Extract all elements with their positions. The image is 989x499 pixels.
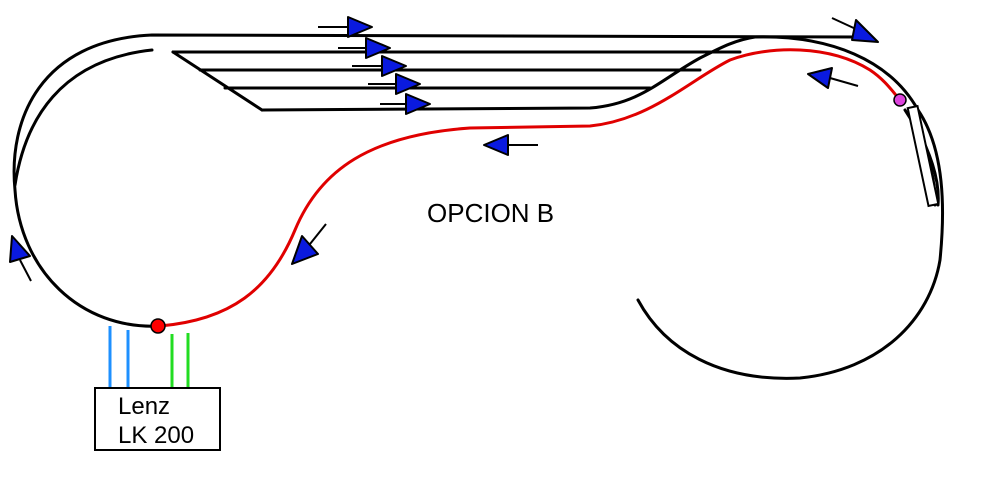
triangle-arrow-icon [380, 93, 431, 115]
inner-left-curve-track [13, 48, 154, 187]
triangle-arrow-icon [831, 17, 879, 43]
isolation-point-red [150, 318, 166, 334]
triangle-arrow-icon [352, 55, 407, 77]
triangle-arrow-icon [9, 235, 32, 282]
reverse-loop-track [158, 48, 902, 328]
triangle-arrow-icon [291, 223, 327, 265]
box-label-line2: LK 200 [118, 422, 194, 449]
isolation-point-magenta [893, 93, 907, 107]
triangle-arrow-icon [483, 134, 538, 156]
box-label-line1: Lenz [118, 393, 170, 420]
feeder-wires [108, 326, 190, 388]
triangle-arrow-icon [338, 37, 391, 59]
right-loop-outer-track [636, 35, 945, 380]
right-signal-box [906, 104, 940, 208]
triangle-arrow-icon [807, 67, 859, 89]
yard-ladder-track [171, 50, 264, 112]
direction-arrows [9, 16, 879, 282]
track-lines [12, 33, 945, 380]
triangle-arrow-icon [368, 73, 421, 95]
yard-siding-4 [260, 35, 757, 112]
outer-loop-track [12, 33, 862, 328]
diagram-title: OPCION B [427, 198, 554, 228]
triangle-arrow-icon [318, 16, 373, 38]
lenz-lk200-box [94, 387, 221, 451]
